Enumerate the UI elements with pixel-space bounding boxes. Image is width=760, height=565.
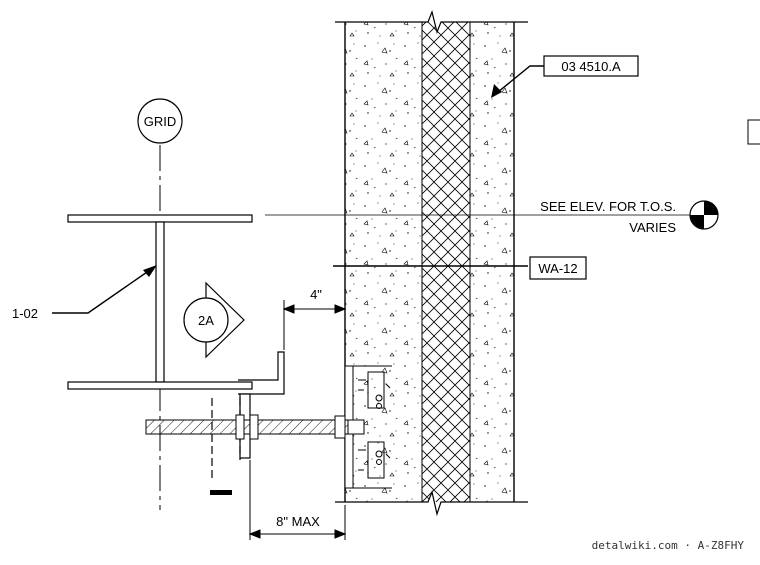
section-tag: 2A: [198, 313, 214, 328]
threaded-rod: [145, 414, 365, 440]
wall-assembly: [333, 10, 528, 517]
bolt-head-marker: [210, 490, 232, 495]
edge-bracket: [747, 119, 760, 145]
dimension-8max: 8" MAX: [248, 460, 347, 540]
grid-label: GRID: [144, 114, 177, 129]
dim-8max-label: 8" MAX: [276, 514, 320, 529]
wall-tag-label: WA-12: [538, 261, 577, 276]
watermark: detalwiki.com · A-Z8FHY: [592, 539, 745, 552]
wall-tag: WA-12: [529, 256, 587, 280]
section-marker: 2A: [183, 281, 245, 359]
member-leader: 1-02: [12, 265, 157, 321]
spec-note: 03 4510.A: [491, 55, 639, 98]
grid-bubble: [137, 98, 183, 144]
steel-beam-section: [67, 214, 253, 390]
spec-note-label: 03 4510.A: [561, 59, 621, 74]
dimension-4in: 4": [282, 287, 347, 350]
break-line-bottom: [335, 489, 528, 517]
wall-concrete-outer: [470, 22, 514, 502]
see-elev-label: SEE ELEV. FOR T.O.S.: [540, 199, 676, 214]
break-line-top: [335, 10, 528, 34]
member-tag: 1-02: [12, 306, 38, 321]
varies-label: VARIES: [629, 220, 676, 235]
dim-4in-label: 4": [310, 287, 322, 302]
wall-insulation: [422, 22, 470, 502]
grid-line: GRID: [137, 98, 183, 510]
elevation-marker: SEE ELEV. FOR T.O.S. VARIES: [265, 199, 719, 235]
